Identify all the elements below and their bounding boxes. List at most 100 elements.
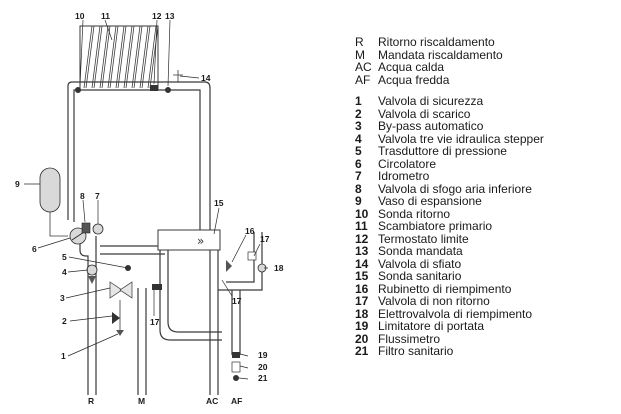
hydrometer: [92, 223, 104, 235]
legend-key: AF: [355, 72, 371, 87]
legend-row-3: 3 By-pass automatico: [355, 120, 617, 133]
flowmeter: [231, 361, 241, 373]
callout-4: 4: [62, 267, 67, 277]
legend-text: Sonda sanitario: [378, 269, 462, 283]
flow-limiter: [232, 352, 240, 358]
callout-3: 3: [60, 293, 65, 303]
legend-key: 14: [355, 256, 369, 271]
legend-row-5: 5 Trasduttore di pressione: [355, 145, 617, 158]
legend-key: 19: [355, 319, 369, 333]
hydraulic-schematic: »: [15, 11, 284, 406]
legend-key: AC: [355, 60, 372, 74]
leader-lines: [24, 19, 268, 380]
callout-18: 18: [274, 263, 284, 273]
callout-19: 19: [258, 350, 268, 360]
legend-key: 16: [355, 281, 369, 296]
legend-text: Limitatore di portata: [378, 319, 485, 333]
legend-text: Acqua calda: [378, 60, 445, 74]
label-AF: AF: [231, 396, 242, 406]
legend-row-7: 7 Idrometro: [355, 170, 617, 183]
legend-text: Scambiatore primario: [378, 219, 493, 233]
legend-row-AC: AC Acqua calda: [355, 61, 617, 74]
three-way-valve: [86, 264, 98, 284]
callout-13: 13: [165, 11, 175, 21]
expansion-vessel: [39, 167, 68, 237]
callout-10: 10: [75, 11, 85, 21]
legend-key: M: [355, 47, 365, 62]
filling-tap: [226, 260, 232, 272]
callout-9: 9: [15, 179, 20, 189]
legend-key: 21: [355, 344, 369, 358]
legend-text: Acqua fredda: [378, 72, 450, 87]
callout-5: 5: [62, 252, 67, 262]
legend-text: Termostato limite: [378, 231, 469, 246]
legend-row-21: 21 Filtro sanitario: [355, 345, 617, 358]
plate-heat-exchanger: »: [157, 229, 221, 251]
legend-key: 5: [355, 144, 362, 158]
callout-17-right: 17: [232, 296, 242, 306]
callout-21: 21: [258, 373, 268, 383]
callout-2: 2: [62, 316, 67, 326]
legend-key: 8: [355, 181, 362, 196]
legend-text: By-pass automatico: [378, 119, 484, 133]
label-M: M: [138, 396, 145, 406]
legend-key: 11: [355, 219, 368, 233]
legend-key: 1: [355, 94, 362, 108]
callout-6: 6: [32, 244, 37, 254]
callout-20: 20: [258, 362, 268, 372]
callout-11: 11: [101, 11, 110, 21]
legend-key: 12: [355, 231, 369, 246]
flow-probe: [165, 87, 171, 93]
legend-text: Flussimetro: [378, 331, 441, 346]
legend-row-11: 11 Scambiatore primario: [355, 220, 617, 233]
legend-row-12: 12 Termostato limite: [355, 231, 617, 246]
legend-key: 7: [355, 169, 362, 183]
legend-text: Vaso di espansione: [378, 194, 482, 208]
legend-key: 20: [355, 331, 369, 346]
drain-valve: [112, 312, 120, 324]
legend-text: Rubinetto di riempimento: [378, 281, 512, 296]
return-probe: [75, 87, 81, 93]
limit-thermostat: [150, 85, 158, 91]
legend-key: 18: [355, 306, 369, 321]
legend-row-16: 16 Rubinetto di riempimento: [355, 281, 617, 296]
legend-row-AF: AF Acqua fredda: [355, 72, 617, 87]
legend-key: 10: [355, 206, 369, 221]
legend-row-8: 8 Valvola di sfogo aria inferiore: [355, 181, 617, 196]
callout-15: 15: [214, 198, 224, 208]
svg-text:»: »: [197, 234, 204, 248]
domestic-water-filter: [233, 375, 239, 381]
callout-1: 1: [61, 351, 66, 361]
legend-text: Filtro sanitario: [378, 344, 454, 358]
legend-row-20: 20 Flussimetro: [355, 331, 617, 346]
legend-key: 13: [355, 244, 369, 258]
legend-text: Ritorno riscaldamento: [378, 35, 495, 49]
callout-7: 7: [95, 191, 100, 201]
legend-text: Sonda mandata: [378, 244, 463, 258]
legend-text: Trasduttore di pressione: [378, 144, 507, 158]
legend-text: Idrometro: [378, 169, 430, 183]
legend-key: 2: [355, 106, 362, 121]
legend-text: Valvola di sicurezza: [378, 94, 484, 108]
callout-17-top: 17: [260, 234, 270, 244]
legend-row-1: 1 Valvola di sicurezza: [355, 95, 617, 108]
safety-valve: [116, 300, 124, 336]
legend-key: 17: [355, 294, 369, 308]
callout-17-middle: 17: [150, 317, 160, 327]
callout-14: 14: [201, 73, 211, 83]
callout-12: 12: [152, 11, 162, 21]
legend-key: R: [355, 35, 364, 49]
legend-text: Valvola tre vie idraulica stepper: [378, 131, 544, 146]
legend-text: Valvola di sfogo aria inferiore: [378, 181, 532, 196]
legend-key: 3: [355, 119, 362, 133]
legend-row-R: R Ritorno riscaldamento: [355, 36, 617, 49]
